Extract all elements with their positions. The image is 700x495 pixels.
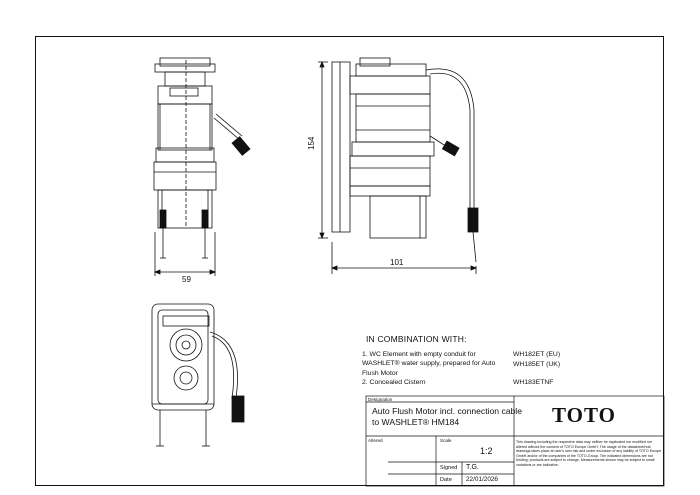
signed-label: Signed	[440, 465, 458, 471]
scale-label: Scale	[440, 438, 452, 443]
side-view	[318, 57, 479, 274]
toto-logo: TOTO	[552, 403, 616, 427]
date-value: 22/01/2026	[466, 476, 498, 483]
date-label: Date	[440, 477, 452, 483]
title-block	[365, 395, 665, 487]
combination-item: 1. WC Element with empty conduit for WAS…	[362, 350, 662, 378]
combination-item-code: WH183ETNF	[513, 379, 554, 386]
combination-item-text: 2. Concealed Cistern	[362, 379, 426, 386]
front-view	[153, 57, 251, 276]
drawing-sheet-border	[35, 36, 664, 486]
combination-list: 1. WC Element with empty conduit for WAS…	[362, 350, 662, 387]
combination-item-code: WH182ET (EU)	[513, 351, 561, 358]
dimension-width-label: 59	[182, 275, 191, 284]
combination-heading: IN COMBINATION WITH:	[366, 334, 467, 344]
dimension-height-label: 154	[307, 136, 316, 150]
rear-view	[151, 303, 245, 447]
scale-value: 1:2	[480, 446, 493, 456]
designation-text: Auto Flush Motor incl. connection cable …	[372, 406, 522, 427]
dimension-depth-label: 101	[390, 258, 404, 267]
designation-label: Designation	[368, 397, 393, 402]
altered-label: Altered	[368, 438, 383, 443]
combination-item: 2. Concealed Cistern WH183ETNF	[362, 378, 662, 387]
signed-value: T.G.	[466, 464, 479, 471]
combination-item-text: 1. WC Element with empty conduit for WAS…	[362, 351, 496, 377]
legal-disclaimer: This drawing including the respective da…	[516, 440, 662, 467]
combination-item-code: WH185ET (UK)	[513, 361, 561, 368]
